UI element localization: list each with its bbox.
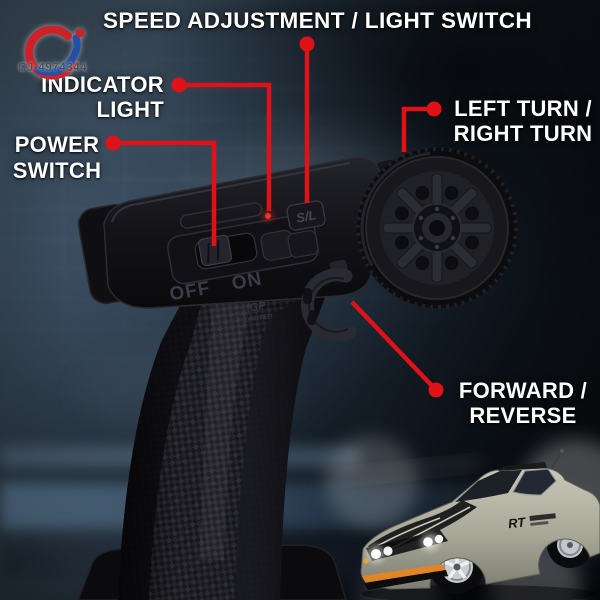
- power-slide-switch: [194, 232, 258, 270]
- transmitter-grip: GP LIMITED: [118, 284, 330, 600]
- transmitter-head: S/L OFF ON: [77, 156, 393, 309]
- panel-button-right: [287, 230, 319, 258]
- callout-dot-speed-light: [299, 36, 315, 52]
- callout-steering-label: LEFT TURN / RIGHT TURN: [450, 96, 596, 146]
- callout-line-power: [113, 140, 217, 246]
- car-decal-text: RT: [507, 514, 527, 531]
- brand-logo: CJ-4974344: [12, 25, 122, 91]
- wheel-bolts: [418, 206, 456, 250]
- callout-indicator-label: INDICATOR LIGHT: [0, 72, 164, 122]
- callout-line-indicator: [179, 82, 272, 211]
- callout-line-throttle: [350, 300, 438, 392]
- speed-light-button: S/L: [286, 200, 326, 231]
- callout-speed-light-label: SPEED ADJUSTMENT / LIGHT SWITCH: [103, 8, 533, 33]
- sl-button-label: S/L: [295, 207, 318, 225]
- callout-steering-line2: RIGHT TURN: [453, 121, 593, 146]
- steering-wheel: [356, 147, 518, 309]
- callout-dot-power: [105, 135, 121, 151]
- car-front-splitter: [362, 564, 446, 584]
- on-label: ON: [230, 269, 264, 295]
- car-roof-stripe: [498, 462, 547, 471]
- car-side-window: [512, 468, 557, 496]
- throttle-trigger: [301, 258, 357, 342]
- callout-indicator-line2: LIGHT: [96, 97, 164, 122]
- callout-steering-line1: LEFT TURN /: [454, 96, 592, 121]
- car-shadow: [362, 585, 598, 600]
- callout-dot-indicator: [171, 77, 187, 93]
- car-side-decal: RT: [507, 513, 556, 531]
- grip-marking-limited: LIMITED: [244, 313, 273, 324]
- callout-power-label: POWER SWITCH: [0, 132, 114, 184]
- indicator-led: [261, 209, 275, 223]
- callout-dot-steering: [426, 101, 442, 117]
- grip-marking-gp: GP: [249, 300, 267, 314]
- callout-line-steering: [401, 106, 434, 152]
- callout-power-line2: SWITCH: [12, 158, 102, 183]
- callout-throttle-label: FORWARD / REVERSE: [452, 378, 594, 428]
- callout-dot-throttle: [428, 382, 444, 398]
- rc-car: RT: [326, 436, 600, 600]
- car-headlights: [363, 533, 444, 564]
- model-number: CJ-4974344: [18, 62, 88, 74]
- callout-throttle-line2: REVERSE: [469, 403, 577, 428]
- car-antenna: [551, 451, 562, 469]
- cj-logo-icon: [25, 25, 85, 80]
- top-slot: [179, 202, 263, 229]
- car-windshield: [455, 470, 522, 502]
- callout-power-line1: POWER: [14, 132, 100, 157]
- transmitter: GP LIMITED: [77, 147, 518, 600]
- callout-throttle-line1: FORWARD /: [458, 378, 588, 403]
